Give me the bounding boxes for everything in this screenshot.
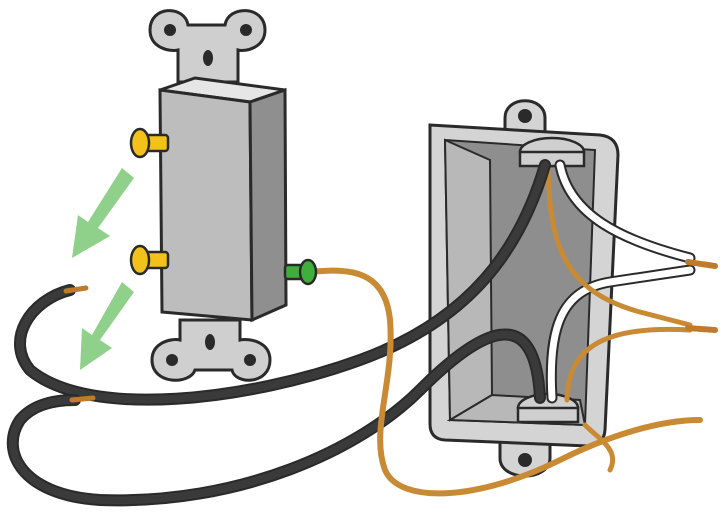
switch-body-side [248, 87, 288, 323]
ground-terminal [283, 258, 318, 286]
copper-tip-lower [685, 325, 718, 333]
switch-body-front [158, 88, 254, 322]
copper-tip-upper [685, 259, 718, 269]
black-wires [6, 159, 551, 507]
brass-terminal-lower-head [129, 244, 151, 276]
box-bottom-clamp-body [516, 406, 580, 424]
box-bottom-ear-hole [518, 453, 532, 467]
black-wire-top-fill [16, 161, 549, 404]
ground-terminal-head [298, 258, 318, 286]
ground-wire-upper [545, 165, 693, 328]
strap-top-left-hole [164, 24, 176, 36]
ground-wire-main [307, 267, 703, 497]
down-left-arrow-icon-lower [80, 282, 134, 370]
down-left-arrow-icon-upper [72, 168, 134, 258]
arrow-lower [80, 282, 134, 370]
arrow-upper [72, 168, 134, 258]
white-wire-upper-fill [556, 161, 694, 262]
box-wires [545, 159, 718, 404]
strap-top-center-slot [203, 50, 213, 66]
ground-wire-box-bottom [582, 422, 616, 473]
light-switch [129, 9, 318, 382]
brass-terminal-upper-head [129, 127, 151, 159]
switch-top-strap [148, 9, 267, 84]
switch-bottom-strap [150, 318, 272, 382]
strap-bottom-right-hole [244, 354, 256, 366]
strap-bottom-left-hole [166, 354, 178, 366]
brass-terminal-lower [129, 244, 170, 276]
black-wire-top-tip [63, 285, 89, 294]
black-wire-bottom-tip [69, 395, 96, 403]
ground-wire-lower [564, 326, 693, 403]
box-top-ear-hole [518, 109, 532, 123]
brass-terminal-upper [129, 127, 170, 159]
white-wire-lower-fill [547, 266, 694, 402]
black-wire-bottom-fill [8, 330, 544, 505]
box-top-clamp-body [518, 150, 586, 168]
strap-bottom-center-slot [205, 334, 215, 350]
strap-top-right-hole [240, 24, 252, 36]
